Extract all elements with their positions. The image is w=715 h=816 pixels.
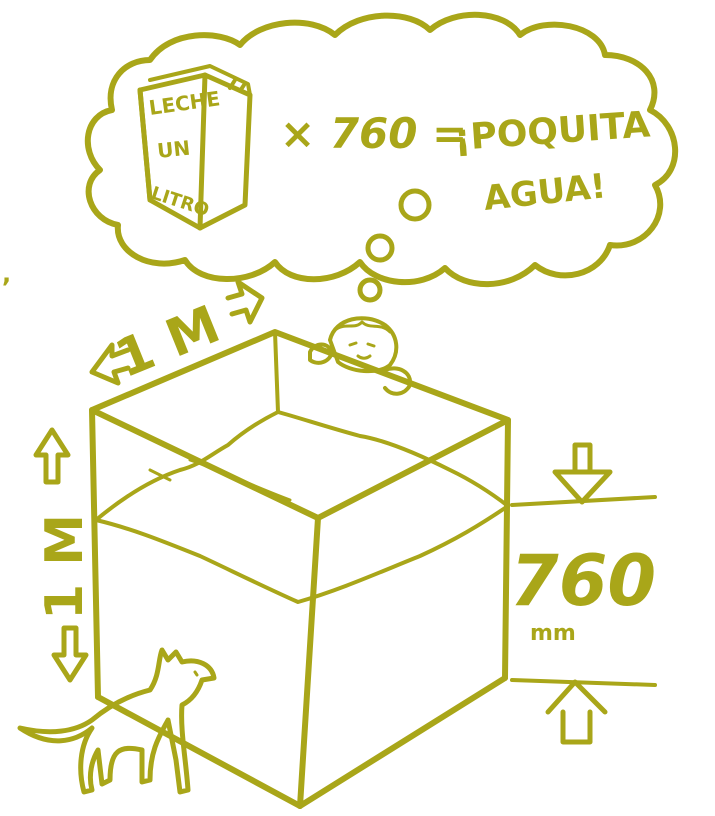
water-surface-front [96, 506, 508, 602]
water-cube [92, 332, 508, 806]
water-surface-back [96, 412, 508, 520]
depth-arrow-up-icon [548, 682, 605, 742]
person-face-marks [350, 343, 374, 358]
dog-body [20, 650, 214, 792]
depth-value: 760 [510, 540, 656, 622]
dog-eye [195, 672, 197, 675]
carton-text-line1: LECHE [147, 86, 221, 120]
carton-text-line2: UN [156, 136, 191, 163]
exclamation-line2: AGUA! [482, 166, 608, 219]
height-label: 1 M [35, 514, 95, 620]
peeking-person [310, 318, 410, 394]
cube-front-center-edge [300, 518, 318, 806]
depth-guide-bottom [512, 680, 655, 685]
cube-bottom-right [300, 678, 505, 806]
edge-mark: , [2, 260, 11, 288]
height-dimension: 1 M [35, 430, 95, 680]
width-arrow-right-icon [228, 282, 262, 322]
cube-right-edge [505, 420, 508, 678]
exclamation-line1: ¡POQUITA [453, 104, 652, 159]
milk-carton-icon: LECHE UN LITRO [140, 66, 250, 228]
depth-dimension: 760 mm [510, 445, 656, 742]
thought-dot-small [360, 280, 380, 300]
thought-bubble: LECHE UN LITRO × 760 = ¡POQUITA AGUA! [88, 15, 675, 300]
multiplier-text: × 760 = [280, 109, 467, 158]
thought-dot-large [401, 191, 429, 219]
dog [20, 650, 214, 792]
cube-bottom-front [98, 697, 300, 806]
thought-dot-medium [368, 236, 392, 260]
depth-arrow-down-icon [555, 445, 610, 502]
height-arrow-down-icon [54, 628, 86, 680]
depth-unit: mm [530, 621, 576, 646]
height-arrow-up-icon [36, 430, 68, 482]
cube-back-edge [275, 332, 278, 412]
